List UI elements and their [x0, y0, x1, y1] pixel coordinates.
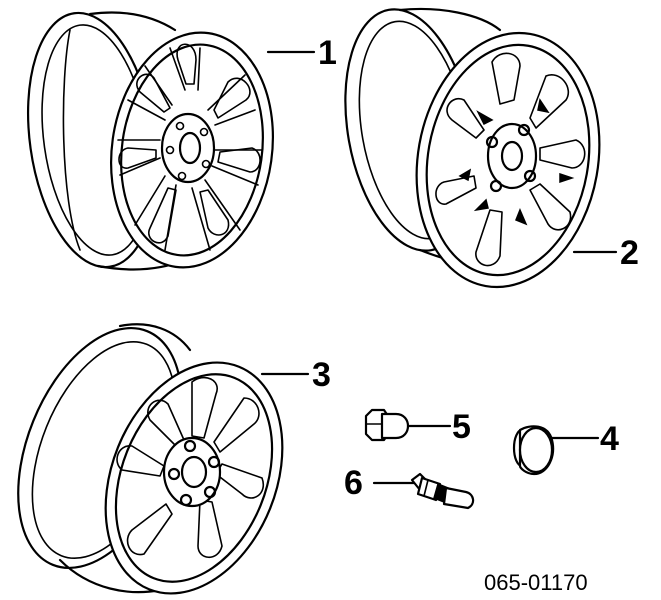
diagram-code: 065-01170 [484, 570, 588, 595]
callout-5: 5 [452, 408, 471, 446]
callout-6: 6 [344, 464, 363, 502]
center-cap-illustration [512, 425, 555, 476]
wheel-3-illustration [17, 323, 284, 595]
lug-nut-illustration [364, 408, 410, 442]
valve-stem-illustration [410, 472, 475, 510]
wheel-1-illustration [26, 11, 275, 271]
callout-3: 3 [312, 356, 331, 394]
wheel-2-illustration [344, 7, 601, 289]
callout-2: 2 [620, 234, 639, 272]
callout-4: 4 [600, 420, 619, 458]
callout-1: 1 [318, 34, 337, 72]
